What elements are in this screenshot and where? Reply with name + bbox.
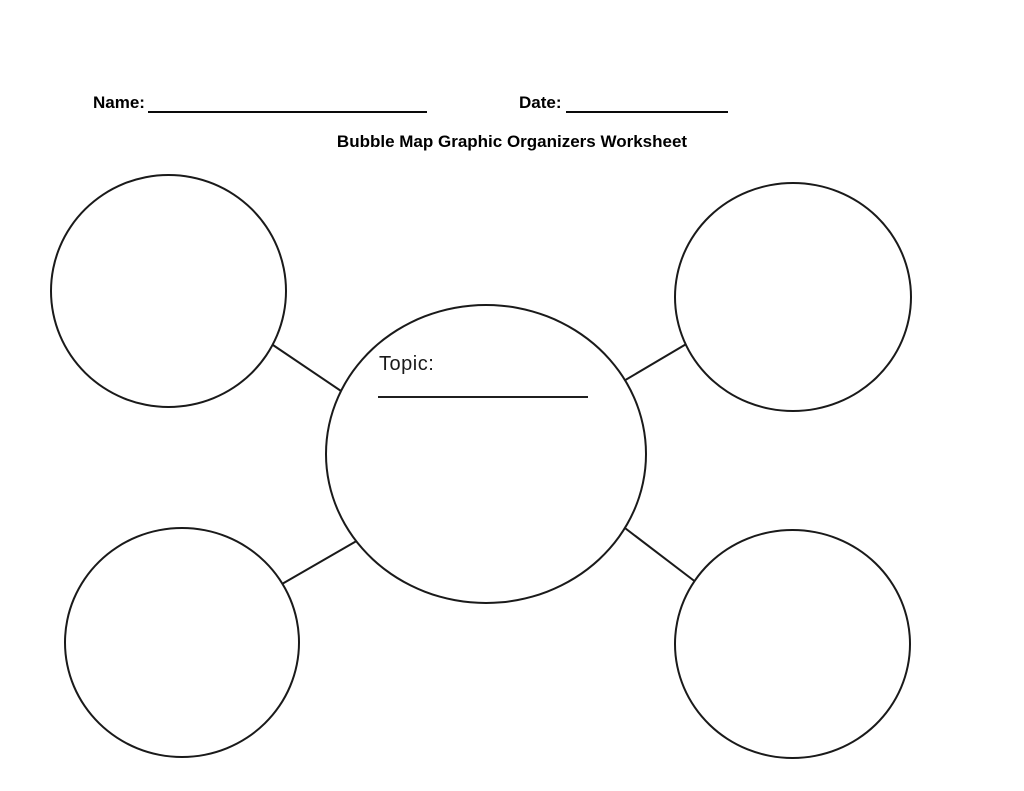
connector-top-right [621, 342, 689, 383]
connector-bottom-right [620, 524, 698, 584]
bubble-top-left [50, 174, 287, 408]
bubble-top-right [674, 182, 912, 412]
connector-top-left [269, 342, 345, 394]
date-blank-line [566, 111, 728, 113]
bubble-center-topic: Topic: [325, 304, 647, 604]
topic-label: Topic: [379, 353, 435, 375]
bubble-bottom-left [64, 527, 300, 758]
topic-blank-line [378, 396, 588, 398]
name-blank-line [148, 111, 427, 113]
name-label: Name: [93, 93, 145, 112]
date-label: Date: [519, 93, 562, 112]
connector-bottom-left [281, 538, 361, 585]
bubble-bottom-right [674, 529, 911, 759]
page-title: Bubble Map Graphic Organizers Worksheet [336, 132, 688, 151]
